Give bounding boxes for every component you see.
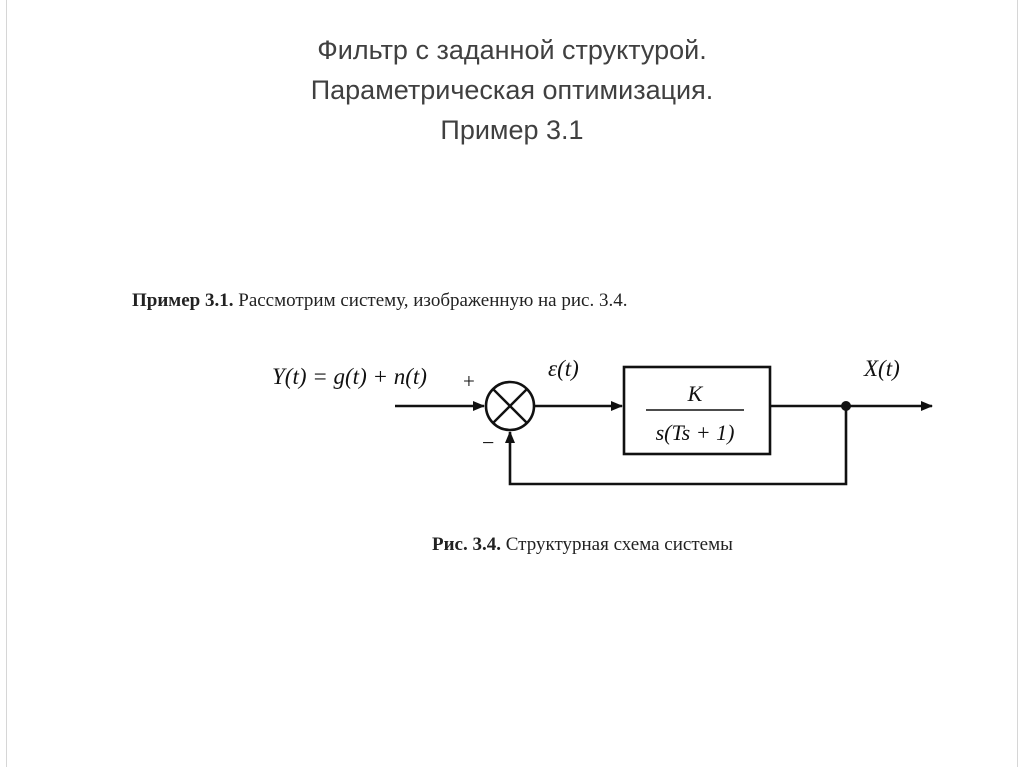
- slide-title: Фильтр с заданной структурой. Параметрич…: [0, 30, 1024, 150]
- intro-body: Рассмотрим систему, изображенную на рис.…: [233, 290, 628, 311]
- caption-bold: Рис. 3.4.: [432, 534, 501, 555]
- title-line-3: Пример 3.1: [440, 115, 584, 145]
- figure-caption: Рис. 3.4. Структурная схема системы: [432, 534, 733, 556]
- block-denominator: s(Ts + 1): [656, 420, 735, 445]
- output-label: X(t): [863, 356, 900, 381]
- caption-body: Структурная схема системы: [501, 534, 733, 555]
- intro-text: Пример 3.1. Рассмотрим систему, изображе…: [132, 290, 627, 312]
- feedback-path: [505, 406, 848, 486]
- minus-sign: −: [482, 430, 494, 455]
- summing-junction: [484, 380, 536, 432]
- error-label: ε(t): [548, 356, 579, 381]
- plus-sign: +: [463, 369, 475, 393]
- slide-left-edge: [6, 0, 7, 767]
- slide-right-edge: [1017, 0, 1018, 767]
- input-label: Y(t) = g(t) + n(t): [272, 364, 427, 389]
- title-line-2: Параметрическая оптимизация.: [310, 75, 714, 105]
- block-numerator: K: [687, 381, 704, 406]
- title-line-1: Фильтр с заданной структурой.: [317, 35, 707, 65]
- intro-bold: Пример 3.1.: [132, 290, 234, 311]
